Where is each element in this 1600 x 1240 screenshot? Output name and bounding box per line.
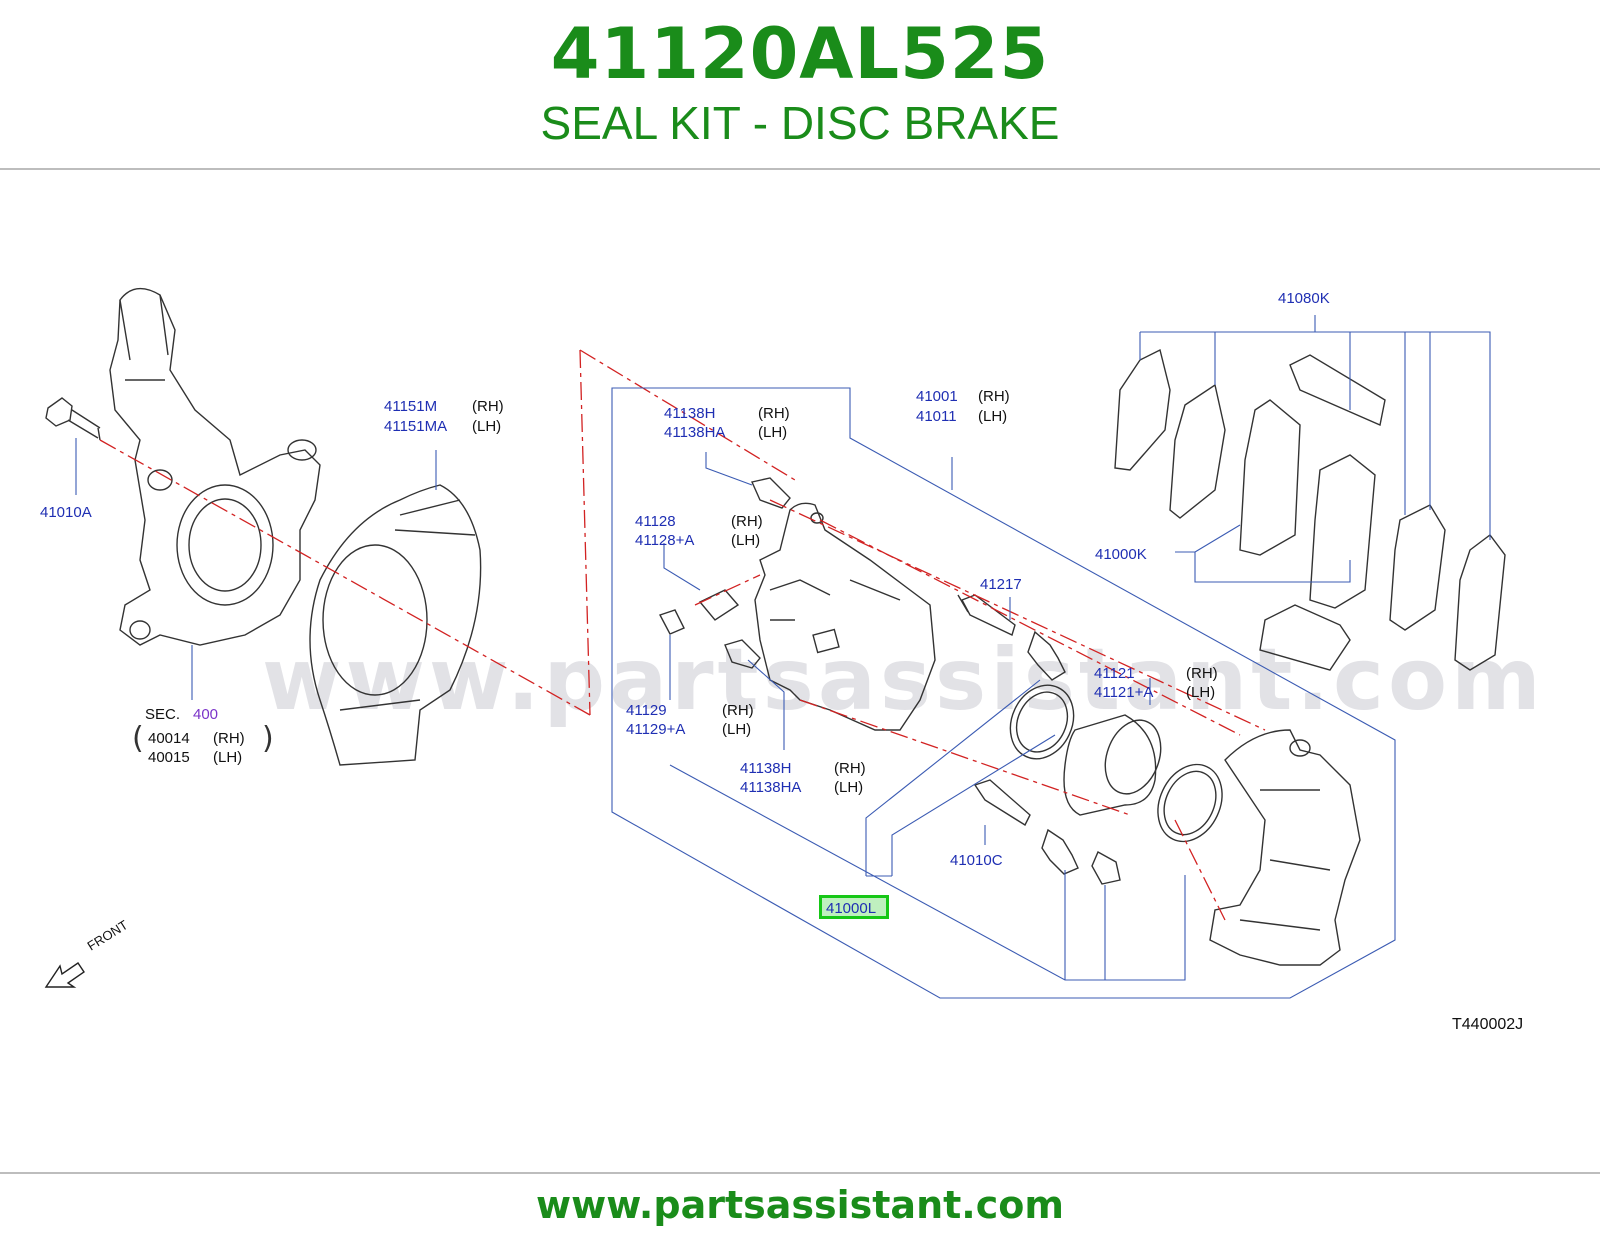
- bleeder-cap: [658, 609, 685, 635]
- piston-face: [1104, 719, 1162, 795]
- side-41121: (RH): [1186, 665, 1218, 682]
- part-description: SEAL KIT - DISC BRAKE: [540, 97, 1060, 149]
- knuckle-arm-hole: [287, 439, 317, 461]
- label-41001[interactable]: 41001: [916, 388, 958, 405]
- label-41217[interactable]: 41217: [980, 576, 1022, 593]
- label-41138h-top[interactable]: 41138H: [664, 405, 716, 422]
- side-41138ha-top: (LH): [758, 424, 788, 441]
- pin-sleeve: [1091, 851, 1121, 885]
- label-41000l: 41000L: [826, 900, 877, 917]
- caliper-detail: [769, 579, 901, 621]
- slide-pin-41010c: [973, 779, 1031, 827]
- side-41001: (RH): [978, 388, 1010, 405]
- caliper-window: [812, 628, 840, 654]
- side-41011: (LH): [978, 408, 1008, 425]
- dash-centerlines: [99, 349, 1266, 921]
- paren-left: (: [132, 721, 144, 756]
- parts-diagram: www.partsassistant.com: [0, 260, 1600, 1060]
- splash-shield-hole: [322, 544, 428, 696]
- label-41138h-bottom[interactable]: 41138H: [740, 760, 792, 777]
- diagram-drawing: [44, 287, 1506, 999]
- paren-right: ): [262, 721, 274, 756]
- label-41128a[interactable]: 41128+A: [635, 532, 695, 549]
- label-sec: SEC.: [145, 706, 181, 723]
- label-41121a[interactable]: 41121+A: [1094, 684, 1154, 701]
- piston: [1063, 714, 1157, 816]
- knuckle-bolt-hole: [147, 469, 173, 491]
- bracket-detail: [1239, 789, 1331, 931]
- bracket-pin-hole: [1289, 739, 1311, 757]
- side-41121a: (LH): [1186, 684, 1216, 701]
- caliper-bleeder-boss: [810, 512, 824, 524]
- side-41128a: (LH): [731, 532, 761, 549]
- side-41129: (RH): [722, 702, 754, 719]
- anti-rattle-clip: [1289, 354, 1386, 426]
- side-40014: (RH): [213, 730, 245, 747]
- pin-boot-upper: [1027, 630, 1066, 681]
- label-40014: 40014: [148, 730, 190, 747]
- pin-boot-lower: [1041, 828, 1079, 875]
- side-41151m: (RH): [472, 398, 504, 415]
- outer-shim: [1114, 348, 1171, 471]
- watermark: www.partsassistant.com: [262, 630, 1545, 730]
- inner-shim-2: [1454, 534, 1506, 671]
- splash-shield: [309, 484, 482, 766]
- label-41129[interactable]: 41129: [626, 702, 667, 719]
- slide-pin-41217: [957, 594, 1016, 636]
- knuckle-hub-inner: [188, 498, 262, 592]
- side-41138h-top: (RH): [758, 405, 790, 422]
- caliper-body: [754, 502, 936, 731]
- label-41128[interactable]: 41128: [635, 513, 676, 530]
- splash-shield-flange: [339, 499, 476, 711]
- caliper-bracket: [1209, 729, 1361, 966]
- header-divider: [0, 168, 1600, 170]
- steering-knuckle: [109, 287, 321, 646]
- label-41138ha-top[interactable]: 41138HA: [664, 424, 726, 441]
- piston-seal-ring: [1009, 684, 1075, 760]
- label-41011[interactable]: 41011: [916, 408, 957, 425]
- front-arrow-icon: [44, 962, 85, 988]
- highlighted-part-41000l[interactable]: 41000L: [819, 895, 889, 919]
- label-41010a[interactable]: 41010A: [40, 504, 92, 521]
- label-41000k[interactable]: 41000K: [1095, 546, 1147, 563]
- label-40015: 40015: [148, 749, 190, 766]
- knuckle-hub-bore: [176, 484, 274, 606]
- dust-boot: [1157, 763, 1223, 843]
- label-41080k[interactable]: 41080K: [1278, 290, 1330, 307]
- label-41010c[interactable]: 41010C: [950, 852, 1003, 869]
- outer-pad: [1239, 399, 1301, 556]
- bleeder-screw: [698, 589, 740, 621]
- label-41129a[interactable]: 41129+A: [626, 721, 686, 738]
- knuckle-upper-arm: [119, 294, 169, 381]
- inner-shim: [1389, 504, 1446, 631]
- dust-boot-inner: [1163, 770, 1217, 836]
- label-41151ma[interactable]: 41151MA: [384, 418, 448, 435]
- outer-shim-2: [1169, 383, 1226, 519]
- part-number-title: 41120AL525: [550, 13, 1050, 95]
- pad-retainer-1: [1259, 604, 1351, 671]
- label-sec-400[interactable]: 400: [193, 706, 219, 723]
- side-40015: (LH): [213, 749, 243, 766]
- bolt-41010a: [45, 397, 101, 441]
- side-41151ma: (LH): [472, 418, 502, 435]
- inner-pad: [1309, 454, 1376, 609]
- knuckle-lower-hole: [129, 620, 151, 640]
- label-41138ha-bottom[interactable]: 41138HA: [740, 779, 802, 796]
- footer-url[interactable]: www.partsassistant.com: [536, 1183, 1064, 1227]
- side-41138ha-bottom: (LH): [834, 779, 864, 796]
- side-41128: (RH): [731, 513, 763, 530]
- side-41138h-bottom: (RH): [834, 760, 866, 777]
- bolt-upper: [751, 477, 791, 509]
- drawing-code: T440002J: [1452, 1016, 1524, 1033]
- page-header: 41120AL525 SEAL KIT - DISC BRAKE: [0, 0, 1600, 170]
- bolt-lower: [724, 639, 761, 669]
- side-41129a: (LH): [722, 721, 752, 738]
- leader-lines: [75, 315, 1491, 999]
- footer-divider: [0, 1172, 1600, 1174]
- piston-seal-ring-inner: [1015, 691, 1069, 753]
- label-41121[interactable]: 41121: [1094, 665, 1135, 682]
- label-41151m[interactable]: 41151M: [384, 398, 438, 415]
